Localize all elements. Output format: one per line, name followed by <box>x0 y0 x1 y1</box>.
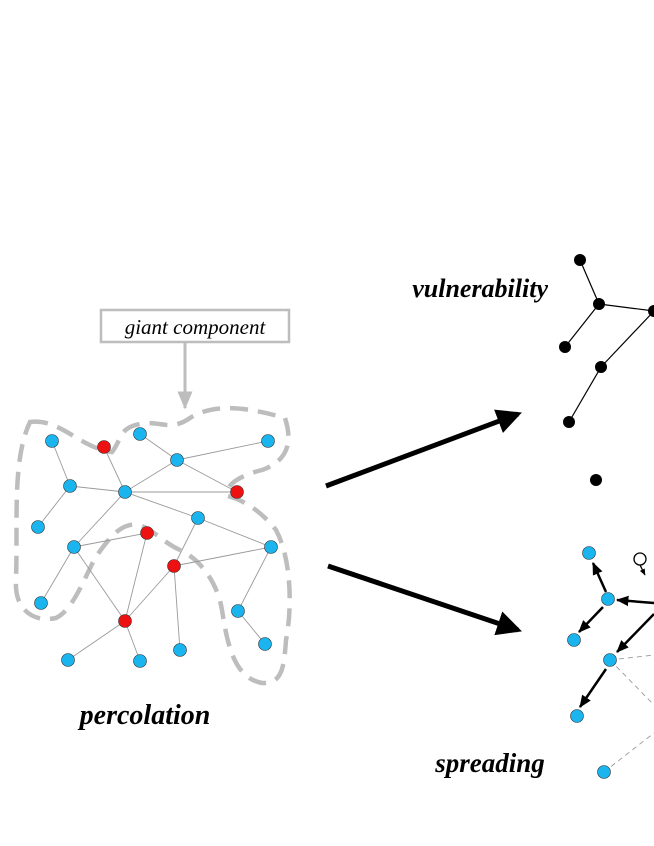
percolation-edges <box>37 433 272 662</box>
node-red <box>140 526 154 540</box>
node-red <box>167 559 181 573</box>
node-blue <box>191 511 205 525</box>
giant-component-callout: giant component <box>99 308 291 410</box>
node-blue <box>567 633 581 647</box>
vulnerability-label: vulnerability <box>412 274 548 303</box>
node-blue <box>258 637 272 651</box>
node-black <box>590 474 602 486</box>
node-blue <box>133 427 147 441</box>
arrow-to-vulnerability <box>325 409 522 489</box>
node-black <box>559 341 571 353</box>
node-blue <box>261 434 275 448</box>
q-symbol <box>633 552 647 576</box>
node-blue <box>570 709 584 723</box>
node-blue <box>170 453 184 467</box>
node-blue <box>264 540 278 554</box>
arrow-to-spreading <box>327 563 522 636</box>
node-blue <box>603 653 617 667</box>
node-blue <box>118 485 132 499</box>
percolation-label: percolation <box>78 700 211 731</box>
spreading-network <box>567 546 654 779</box>
giant-component-label: giant component <box>125 315 267 339</box>
node-blue <box>173 643 187 657</box>
node-blue <box>582 546 596 560</box>
node-blue <box>133 654 147 668</box>
node-red <box>118 614 132 628</box>
node-blue <box>31 520 45 534</box>
vulnerability-network <box>559 254 654 486</box>
percolation-nodes <box>31 427 278 668</box>
node-blue <box>597 765 611 779</box>
node-red <box>97 440 111 454</box>
node-black <box>595 361 607 373</box>
node-blue <box>61 653 75 667</box>
node-black <box>563 416 575 428</box>
node-blue <box>231 604 245 618</box>
node-black <box>574 254 586 266</box>
node-blue <box>34 596 48 610</box>
node-black <box>593 298 605 310</box>
node-blue <box>67 540 81 554</box>
node-blue <box>45 434 59 448</box>
giant-component-outline <box>13 405 292 686</box>
spreading-label: spreading <box>434 748 545 778</box>
node-red <box>230 485 244 499</box>
percolation-network <box>13 405 292 686</box>
node-blue <box>601 592 615 606</box>
giant-component-box <box>99 308 291 344</box>
node-black <box>648 305 654 317</box>
node-blue <box>63 479 77 493</box>
